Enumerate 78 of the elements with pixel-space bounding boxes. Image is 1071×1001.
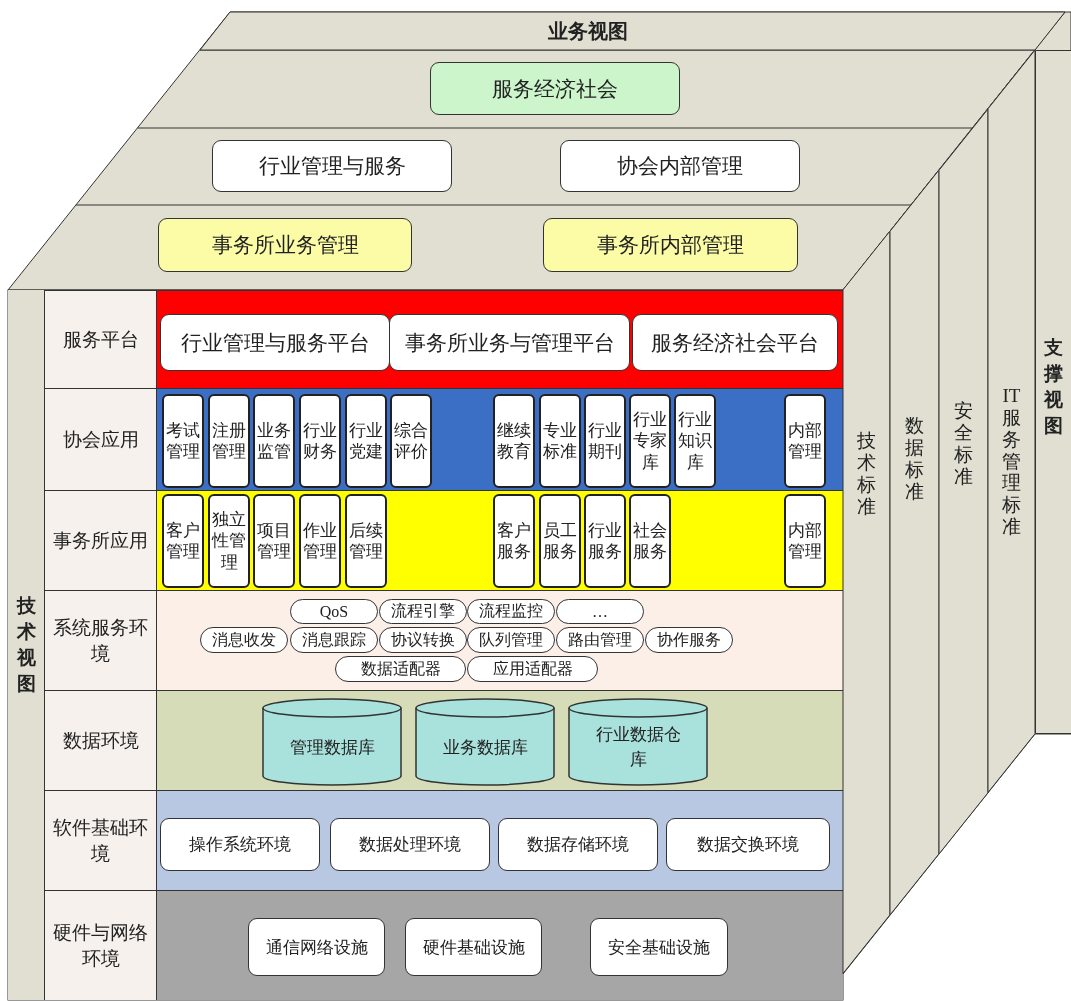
module-box: 考试管理 — [162, 394, 204, 488]
module-box: 专业标准 — [539, 394, 581, 488]
layer-label: 软件基础环境 — [45, 791, 157, 890]
business-box: 协会内部管理 — [560, 140, 800, 192]
service-pill: 消息跟踪 — [290, 627, 378, 653]
service-pill: … — [556, 599, 644, 624]
view-band — [200, 12, 1065, 50]
module-box: 行业党建 — [345, 394, 387, 488]
module-box: 行业期刊 — [584, 394, 626, 488]
service-pill: 消息收发 — [200, 627, 288, 653]
module-box: 后续管理 — [345, 494, 387, 588]
view-title: 业务视图 — [548, 18, 628, 45]
module-box: 综合评价 — [390, 394, 432, 488]
platform-box: 事务所业务与管理平台 — [389, 314, 630, 371]
environment-box: 安全基础设施 — [590, 918, 728, 976]
layer-label: 系统服务环境 — [45, 591, 157, 690]
service-pill: QoS — [290, 599, 378, 624]
layer-band — [45, 690, 843, 790]
environment-box: 数据交换环境 — [666, 818, 830, 871]
slab-label: IT服务管理标准 — [1001, 385, 1022, 538]
standard-slab — [890, 170, 939, 915]
service-pill: 流程监控 — [467, 599, 555, 624]
database-cylinder: 行业数据仓库 — [568, 698, 708, 786]
service-pill: 协作服务 — [645, 627, 733, 653]
platform-box: 行业管理与服务平台 — [160, 314, 390, 371]
slab-label: 技术标准 — [856, 430, 877, 518]
environment-box: 数据存储环境 — [498, 818, 658, 871]
module-box: 员工服务 — [539, 494, 581, 588]
standard-slab — [988, 50, 1035, 793]
service-pill: 队列管理 — [467, 627, 555, 653]
standard-slab — [939, 108, 988, 854]
layer-label: 数据环境 — [45, 691, 157, 790]
service-pill: 数据适配器 — [335, 656, 466, 682]
layer-label: 协会应用 — [45, 389, 157, 490]
module-box: 注册管理 — [208, 394, 250, 488]
layer-band — [45, 790, 843, 890]
business-box: 行业管理与服务 — [212, 140, 452, 192]
slab-label: 安全标准 — [953, 400, 974, 488]
environment-box: 硬件基础设施 — [405, 918, 542, 976]
business-box: 服务经济社会 — [430, 62, 680, 115]
layer-band — [45, 490, 843, 590]
module-box: 业务监管 — [253, 394, 295, 488]
layer-label: 事务所应用 — [45, 491, 157, 590]
view-strip: 技术视图 — [8, 290, 45, 1000]
module-box: 作业管理 — [299, 494, 341, 588]
module-box: 客户服务 — [493, 494, 535, 588]
platform-box: 服务经济社会平台 — [632, 314, 838, 371]
environment-box: 操作系统环境 — [160, 818, 320, 871]
module-box: 内部管理 — [784, 394, 826, 488]
environment-box: 数据处理环境 — [330, 818, 490, 871]
service-pill: 应用适配器 — [467, 656, 598, 682]
module-box: 独立性管理 — [208, 494, 250, 588]
service-pill: 协议转换 — [379, 627, 467, 653]
environment-box: 通信网络设施 — [248, 918, 385, 976]
slab-label: 数据标准 — [904, 415, 925, 503]
layer-label: 服务平台 — [45, 291, 157, 388]
service-pill: 流程引擎 — [379, 599, 467, 624]
module-box: 行业专家库 — [629, 394, 671, 488]
database-cylinder: 管理数据库 — [262, 698, 402, 786]
layer-band — [45, 590, 843, 690]
layer-label: 硬件与网络环境 — [45, 891, 157, 1000]
view-slab — [1035, 50, 1071, 734]
database-cylinder: 业务数据库 — [415, 698, 555, 786]
module-box: 行业知识库 — [674, 394, 716, 488]
module-box: 行业服务 — [584, 494, 626, 588]
business-box: 事务所业务管理 — [158, 218, 412, 272]
module-box: 客户管理 — [162, 494, 204, 588]
module-box: 项目管理 — [253, 494, 295, 588]
layer-band — [45, 388, 843, 490]
module-box: 继续教育 — [493, 394, 535, 488]
module-box: 社会服务 — [629, 494, 671, 588]
slab-label: 支撑视图 — [1042, 335, 1064, 438]
layer-band — [45, 890, 843, 1000]
layer-band — [45, 290, 843, 388]
service-pill: 路由管理 — [556, 627, 644, 653]
module-box: 行业财务 — [299, 394, 341, 488]
business-box: 事务所内部管理 — [543, 218, 798, 272]
module-box: 内部管理 — [784, 494, 826, 588]
